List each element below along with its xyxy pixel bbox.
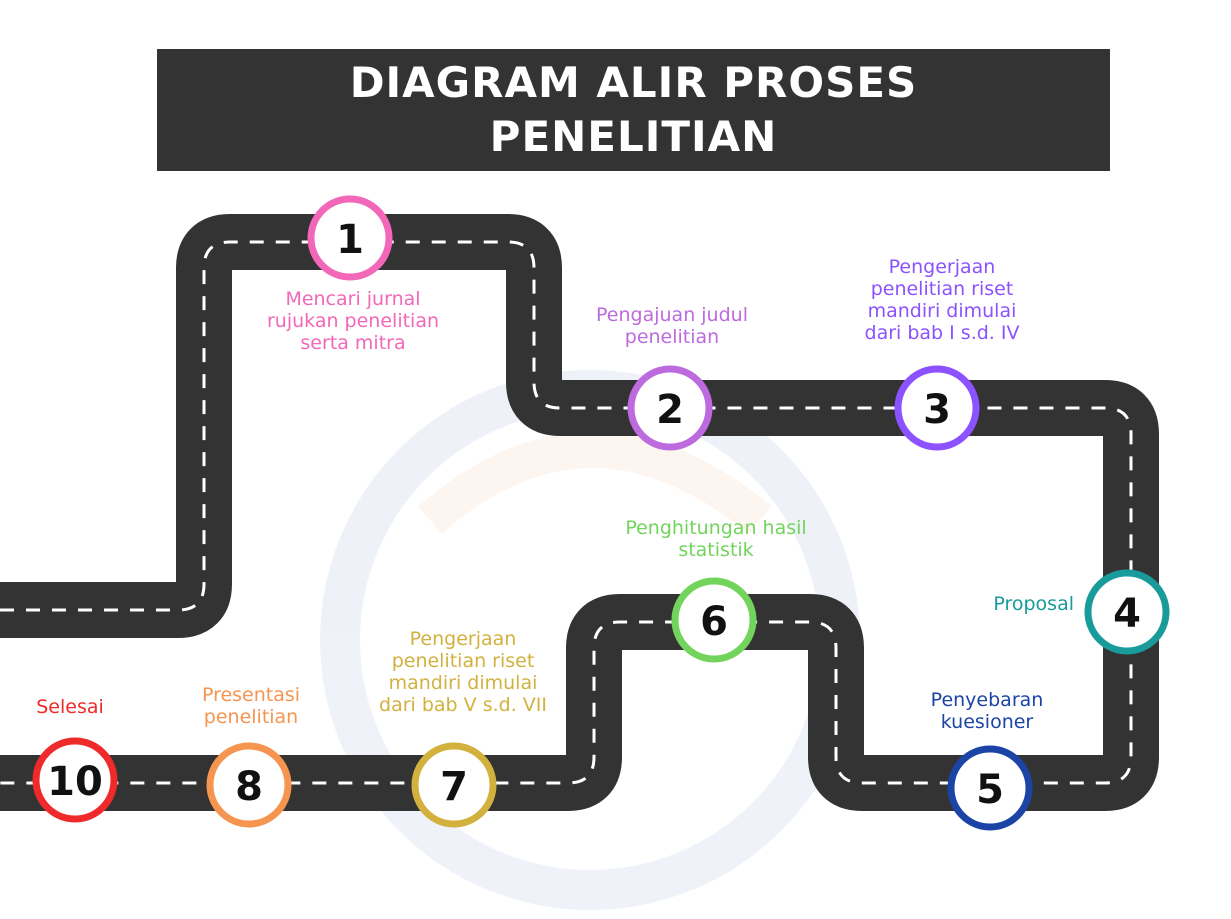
step-number: 1 bbox=[336, 217, 364, 263]
step-number: 3 bbox=[923, 387, 951, 433]
step-number: 8 bbox=[235, 764, 263, 810]
step-number: 7 bbox=[440, 764, 468, 810]
step-label-line: Selesai bbox=[36, 696, 104, 718]
step-marker-1: 1 bbox=[307, 195, 393, 281]
step-circle bbox=[411, 742, 497, 828]
step-marker-10: 10 bbox=[32, 737, 118, 823]
step-circle bbox=[32, 737, 118, 823]
step-label-line: rujukan penelitian bbox=[266, 310, 440, 332]
step-label-line: Pengerjaan bbox=[888, 256, 996, 278]
step-label-line: statistik bbox=[678, 539, 754, 561]
title-banner: DIAGRAM ALIR PROSES PENELITIAN bbox=[157, 49, 1110, 171]
step-label-line: penelitian bbox=[203, 706, 299, 728]
step-label-line: Penghitungan hasil bbox=[625, 517, 807, 539]
step-marker-7: 7 bbox=[411, 742, 497, 828]
step-marker-3: 3 bbox=[894, 365, 980, 451]
step-circle bbox=[1084, 569, 1170, 655]
step-label-line: Penyebaran bbox=[930, 689, 1044, 711]
title-line-1: DIAGRAM ALIR PROSES bbox=[349, 58, 918, 107]
title-line-2: PENELITIAN bbox=[489, 112, 778, 161]
step-label-line: Mencari jurnal bbox=[285, 288, 421, 310]
step-label-4: Proposal bbox=[993, 593, 1074, 615]
step-circle bbox=[206, 742, 292, 828]
step-circle bbox=[894, 365, 980, 451]
step-label-line: kuesioner bbox=[940, 711, 1034, 733]
step-circle bbox=[947, 745, 1033, 831]
step-marker-6: 6 bbox=[671, 577, 757, 663]
step-label-line: dari bab V s.d. VII bbox=[379, 694, 547, 716]
step-number: 2 bbox=[656, 387, 684, 433]
step-marker-4: 4 bbox=[1084, 569, 1170, 655]
step-number: 4 bbox=[1113, 591, 1141, 637]
step-circle bbox=[627, 365, 713, 451]
step-label-line: Proposal bbox=[993, 593, 1074, 615]
step-marker-8: 8 bbox=[206, 742, 292, 828]
step-label-10: Selesai bbox=[36, 696, 104, 718]
step-circle bbox=[671, 577, 757, 663]
step-marker-5: 5 bbox=[947, 745, 1033, 831]
step-label-line: penelitian bbox=[624, 326, 720, 348]
step-label-line: mandiri dimulai bbox=[388, 672, 538, 694]
step-number: 6 bbox=[700, 599, 728, 645]
step-marker-2: 2 bbox=[627, 365, 713, 451]
step-label-line: Pengerjaan bbox=[409, 628, 517, 650]
step-label-line: dari bab I s.d. IV bbox=[864, 322, 1020, 344]
step-number: 10 bbox=[47, 759, 103, 805]
step-label-line: Pengajuan judul bbox=[596, 304, 748, 326]
step-label-line: mandiri dimulai bbox=[867, 300, 1017, 322]
step-label-line: penelitian riset bbox=[870, 278, 1014, 300]
step-number: 5 bbox=[976, 767, 1004, 813]
step-label-line: serta mitra bbox=[300, 332, 406, 354]
step-label-line: Presentasi bbox=[201, 684, 301, 706]
step-label-line: penelitian riset bbox=[391, 650, 535, 672]
step-circle bbox=[307, 195, 393, 281]
